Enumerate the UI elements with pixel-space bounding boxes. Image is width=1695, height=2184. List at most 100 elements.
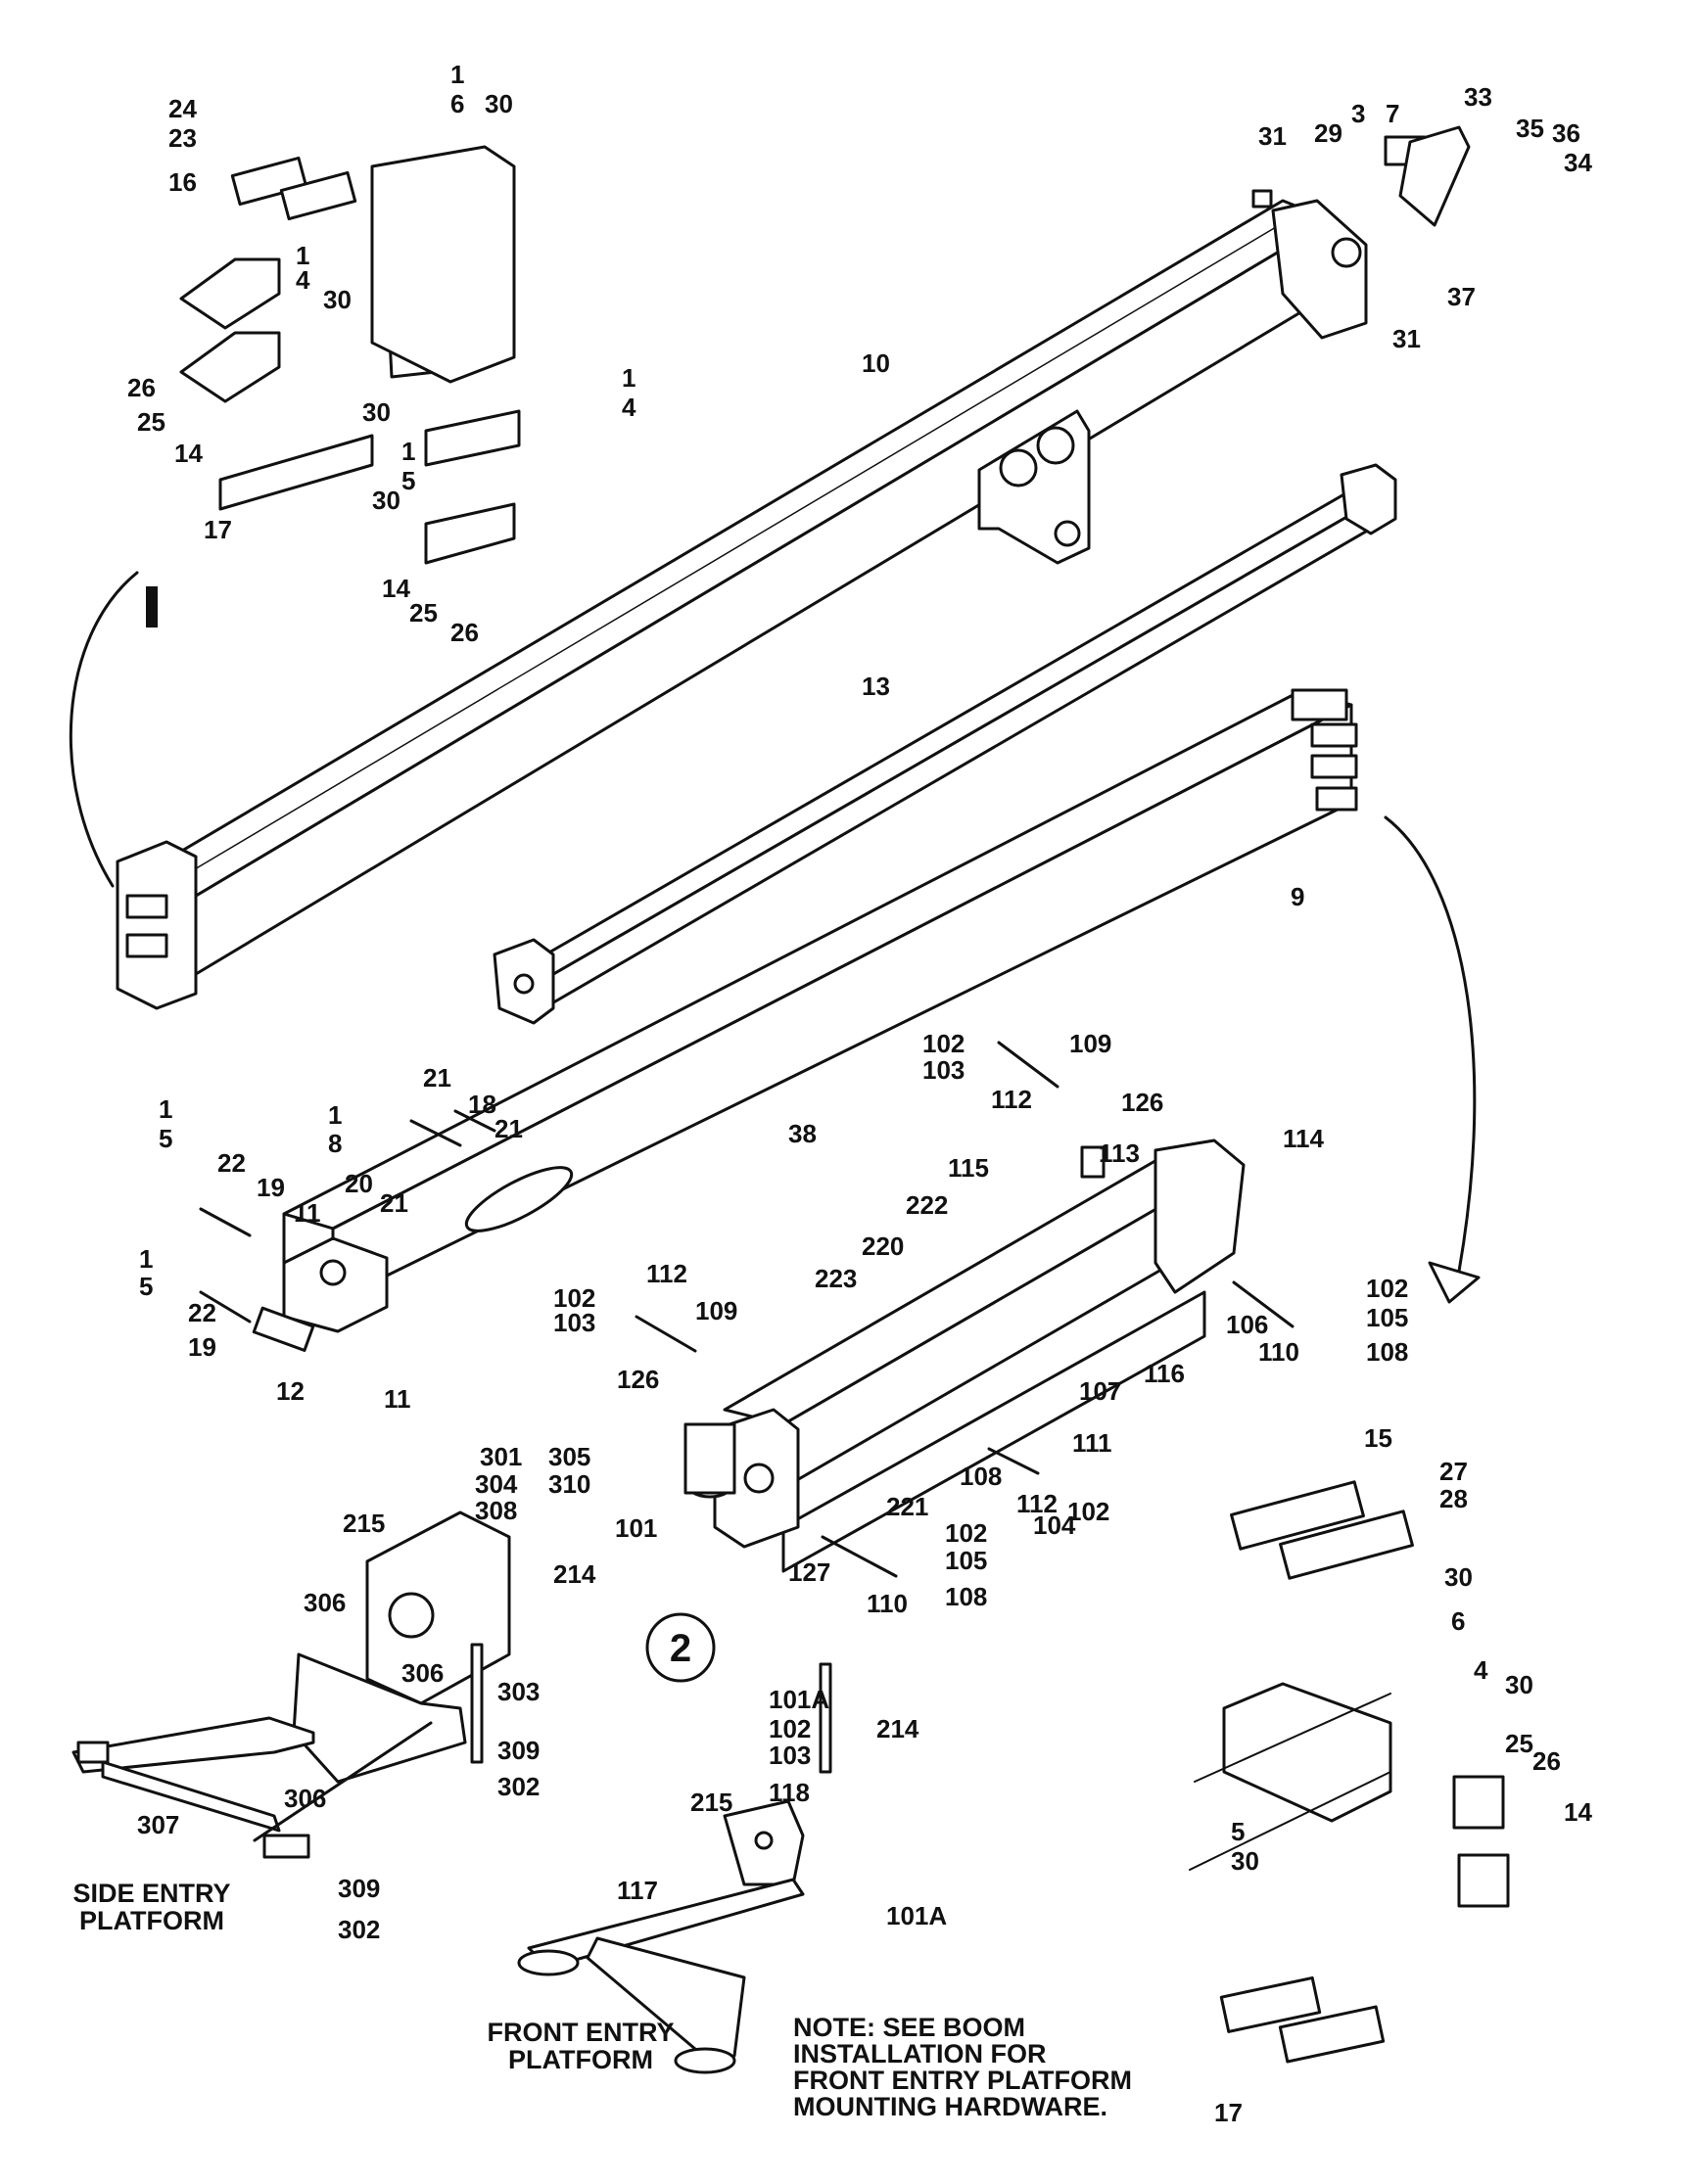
callout-label: 127 [788, 1557, 830, 1587]
callout-label: 30 [323, 285, 352, 314]
callout-label: 307 [137, 1810, 179, 1839]
callout-label: 111 [1072, 1428, 1112, 1458]
callout-label: 102 [1067, 1497, 1109, 1526]
callout-label: 303 [497, 1677, 540, 1706]
callout-label: 102 [553, 1283, 595, 1313]
callout-label: 28 [1439, 1484, 1468, 1513]
callout-label: 21 [494, 1114, 523, 1143]
front-entry-platform [517, 1662, 832, 2074]
callout-label: 27 [1439, 1457, 1468, 1486]
callout-label: 5 [159, 1124, 172, 1153]
callout-label: 5 [139, 1272, 153, 1301]
note-line-4: MOUNTING HARDWARE. [793, 2092, 1107, 2121]
callout-label: 14 [382, 574, 410, 603]
callout-label: 112 [991, 1085, 1032, 1114]
side-entry-caption-2: PLATFORM [79, 1906, 224, 1935]
callout-label: 21 [423, 1063, 451, 1092]
callout-label: 21 [380, 1188, 408, 1218]
callout-label: 1 [139, 1244, 153, 1274]
callout-label: 302 [338, 1915, 380, 1944]
callout-label: 301 [480, 1442, 522, 1471]
callout-label: 305 [548, 1442, 590, 1471]
callout-label: 309 [497, 1736, 540, 1765]
wear-pads-detail [1189, 1480, 1510, 2064]
callout-label: 38 [788, 1119, 817, 1148]
callout-label: 214 [553, 1559, 596, 1589]
side-entry-platform [71, 1510, 511, 1859]
callout-label: 1 [159, 1094, 172, 1124]
mid-boom [282, 688, 1358, 1333]
callout-label: 309 [338, 1874, 380, 1903]
callout-label: 30 [1505, 1670, 1533, 1699]
callout-label: 215 [690, 1788, 732, 1817]
front-entry-caption-1: FRONT ENTRY [488, 2018, 675, 2047]
callout-label: 308 [475, 1496, 517, 1525]
callout-label: 14 [1564, 1797, 1592, 1827]
callout-label: 12 [276, 1376, 305, 1406]
callout-label: 222 [906, 1190, 948, 1220]
note-line-3: FRONT ENTRY PLATFORM [793, 2066, 1132, 2095]
callout-label: 14 [174, 439, 203, 468]
callout-label: 302 [497, 1772, 540, 1801]
callout-label: 304 [475, 1469, 518, 1499]
callout-label: 30 [372, 486, 400, 515]
callout-label: 37 [1447, 282, 1476, 311]
callout-label: 5 [401, 466, 415, 495]
callout-label: 13 [862, 672, 890, 701]
callout-label: 22 [188, 1298, 216, 1327]
callout-label: 306 [401, 1658, 444, 1688]
callout-label: 29 [1314, 118, 1342, 148]
callout-label: 4 [1474, 1655, 1488, 1685]
callout-label: 26 [1532, 1746, 1561, 1776]
callout-label: 106 [1226, 1310, 1268, 1339]
callout-label: 30 [1231, 1846, 1259, 1876]
callout-label: 108 [1366, 1337, 1408, 1367]
callout-label: 101A [886, 1901, 947, 1930]
lift-cylinder [493, 463, 1397, 1025]
callout-label: 102 [769, 1714, 811, 1743]
callout-label: 35 [1516, 114, 1544, 143]
callout-label: 115 [948, 1153, 989, 1183]
callout-label: 25 [409, 598, 438, 627]
callout-label: 110 [1258, 1337, 1299, 1367]
figure-number-badge: 2 [645, 1612, 716, 1683]
callout-label: 102 [1366, 1274, 1408, 1303]
upper-boom-assembly [116, 199, 1368, 1010]
upper-pads-detail [179, 145, 521, 565]
callout-label: 104 [1033, 1510, 1076, 1540]
callout-label: 101A [769, 1685, 829, 1714]
callout-label: 108 [960, 1462, 1002, 1491]
callout-label: 118 [769, 1778, 810, 1807]
callout-label: 214 [876, 1714, 919, 1743]
callout-label: 6 [450, 89, 464, 118]
callout-label: 4 [296, 265, 310, 295]
callout-label: 7 [1386, 99, 1399, 128]
callout-label: 8 [328, 1129, 342, 1158]
callout-label: 108 [945, 1582, 987, 1611]
callout-label: 109 [1069, 1029, 1111, 1058]
small-pins [199, 125, 1471, 1578]
callout-label: 113 [1099, 1138, 1140, 1168]
callout-label: 6 [1451, 1606, 1465, 1636]
callout-label: 310 [548, 1469, 590, 1499]
callout-label: 25 [1505, 1729, 1533, 1758]
callout-label: 220 [862, 1231, 904, 1261]
note-line-1: NOTE: SEE BOOM [793, 2013, 1025, 2042]
callout-label: 5 [1231, 1817, 1245, 1846]
callout-label: 109 [695, 1296, 737, 1325]
callout-label: 26 [450, 618, 479, 647]
callout-label: 215 [343, 1509, 385, 1538]
callout-label: 31 [1392, 324, 1421, 353]
callout-label: 1 [328, 1100, 342, 1130]
callout-label: 17 [204, 515, 232, 544]
front-entry-caption-2: PLATFORM [508, 2045, 653, 2074]
callout-label: 116 [1144, 1359, 1185, 1388]
callout-label: 19 [257, 1173, 285, 1202]
callout-label: 22 [217, 1148, 246, 1178]
callout-label: 30 [1444, 1562, 1473, 1592]
callout-label: 102 [945, 1518, 987, 1548]
callout-label: 105 [945, 1546, 987, 1575]
callout-label: 9 [1291, 882, 1304, 911]
